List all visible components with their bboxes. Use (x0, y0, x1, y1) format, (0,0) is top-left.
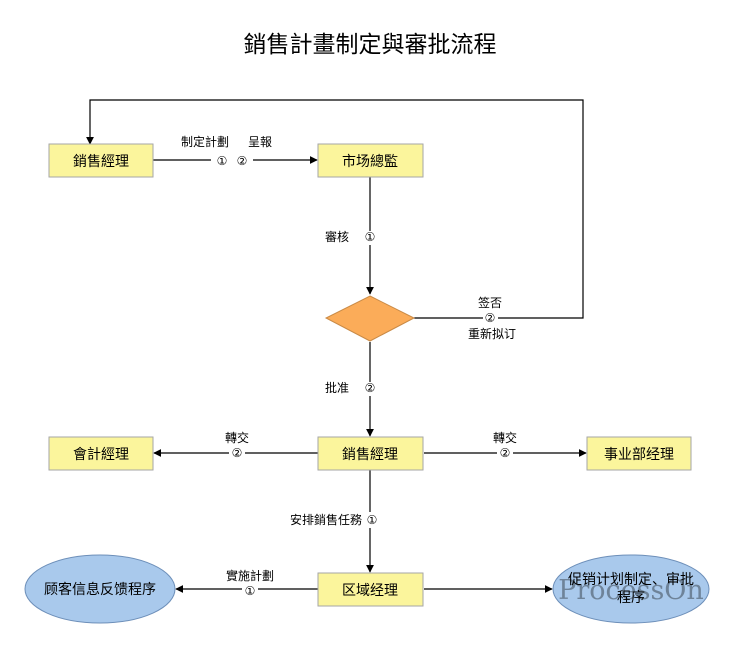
step-marker: ② (485, 311, 496, 325)
watermark: ProcessOn (558, 575, 704, 606)
node-accounting-manager[interactable]: 會計經理 (48, 436, 154, 471)
edge-label-make-plan: 制定計劃 (181, 134, 229, 149)
step-marker: ① (365, 230, 376, 244)
step-marker: ① (245, 584, 256, 598)
step-marker: ② (232, 446, 243, 460)
svg-text:事业部经理: 事业部经理 (604, 447, 674, 463)
edge-label-submit: 呈報 (248, 135, 272, 149)
step-marker: ① (217, 154, 228, 168)
edge-label-forward-left: 轉交 (225, 430, 249, 445)
svg-text:銷售經理: 銷售經理 (73, 154, 129, 170)
page-title: 銷售計畫制定與審批流程 (244, 32, 497, 58)
step-marker: ① (367, 513, 378, 527)
node-sales-manager-top[interactable]: 銷售經理 (48, 143, 154, 178)
edge-loop-back (86, 99, 584, 319)
node-regional-manager[interactable]: 区域经理 (317, 572, 424, 607)
edge-label-redraft: 重新拟订 (468, 326, 516, 341)
node-decision[interactable] (324, 295, 416, 342)
svg-text:顾客信息反馈程序: 顾客信息反馈程序 (44, 581, 156, 598)
step-marker: ② (365, 381, 376, 395)
svg-text:會計經理: 會計經理 (73, 447, 129, 463)
svg-text:市场總監: 市场總監 (342, 153, 398, 170)
svg-text:促销计划制定、审批: 促销计划制定、审批 (568, 572, 694, 588)
node-customer-feedback[interactable]: 顾客信息反馈程序 (24, 554, 176, 624)
edge-label-assign-tasks: 安排銷售任務 (290, 512, 362, 527)
node-sales-manager-mid[interactable]: 銷售經理 (317, 436, 424, 471)
node-division-manager[interactable]: 事业部经理 (586, 436, 692, 471)
step-marker: ② (237, 154, 248, 168)
node-market-director[interactable]: 市场總監 (317, 143, 424, 178)
svg-text:区域经理: 区域经理 (342, 583, 398, 599)
edge-label-implement: 實施計劃 (226, 568, 274, 583)
edge-label-approve: 批准 (325, 380, 349, 395)
step-marker: ② (500, 446, 511, 460)
edge-label-review: 審核 (325, 229, 349, 244)
edge-label-veto: 签否 (478, 295, 502, 310)
edge-label-forward-right: 轉交 (493, 430, 517, 445)
svg-text:銷售經理: 銷售經理 (342, 447, 398, 463)
svg-text:程序: 程序 (617, 590, 645, 606)
node-promotion-plan[interactable]: ProcessOn 促销计划制定、审批 程序 (552, 554, 710, 624)
